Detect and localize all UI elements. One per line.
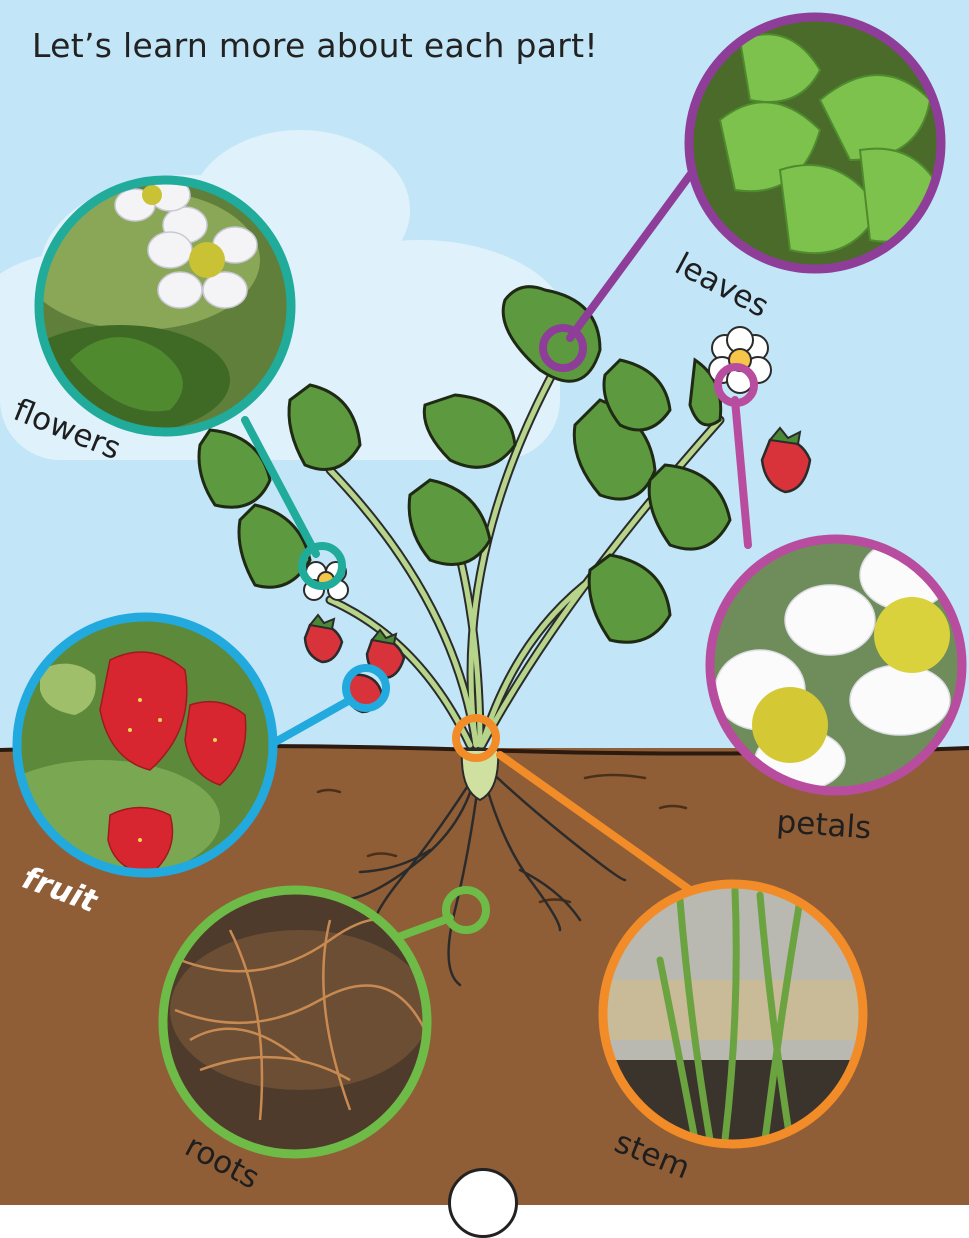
leaves-photo: [685, 13, 945, 273]
page-indicator: [448, 1168, 518, 1238]
roots-photo: [160, 887, 430, 1157]
label-petals: petals: [775, 804, 872, 847]
plant-parts-diagram: [0, 0, 969, 1205]
stem-photo: [603, 884, 863, 1150]
page-heading: Let’s learn more about each part!: [32, 26, 598, 65]
